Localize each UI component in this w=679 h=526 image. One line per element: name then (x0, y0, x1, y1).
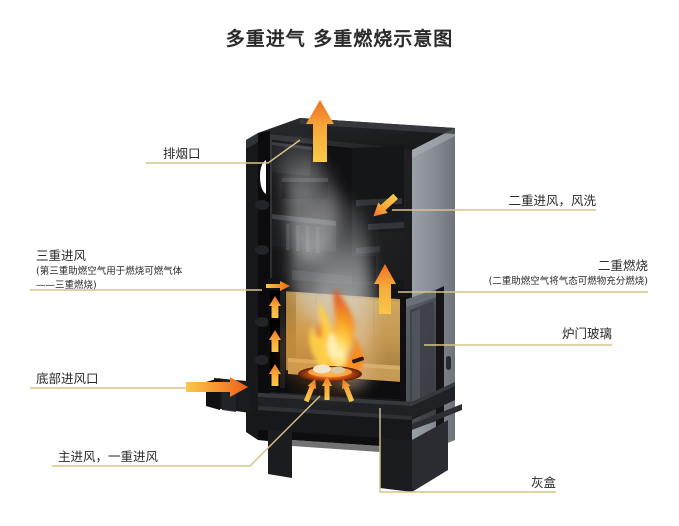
primary-air-arrow (186, 377, 248, 397)
flue-exhaust-arrow (306, 100, 334, 162)
hinge-knobs (255, 200, 269, 365)
leader-lines (30, 139, 648, 493)
callout-ash-box-label: 灰盒 (530, 475, 556, 490)
tertiary-air-arrow-2 (269, 330, 281, 352)
callout-bottom-air-inlet-label: 底部进风口 (36, 371, 99, 386)
callout-secondary-air-wash-label: 二重进风，风洗 (508, 193, 596, 208)
grate-arrow-left (303, 379, 317, 403)
callout-tertiary-air-sub: (第三重助燃空气用于燃烧可燃气体 (36, 266, 183, 278)
callout-flue-outlet-label: 排烟口 (163, 146, 201, 161)
stove-left-cutout (260, 160, 266, 194)
callout-door-glass: 炉门玻璃 (480, 325, 612, 343)
callout-ash-box: 灰盒 (452, 474, 556, 492)
grate-arrow-right (341, 379, 355, 403)
callout-tertiary-air: 三重进风 (第三重助燃空气用于燃烧可燃气体 ——三重燃烧) (36, 247, 182, 293)
wash-air-arrow (266, 281, 290, 291)
firebox-glass-door (400, 286, 451, 434)
callout-primary-air: 主进风，一重进风 (58, 448, 158, 466)
flow-arrows (186, 100, 399, 403)
leader-ash-box (379, 408, 556, 493)
callout-flue-outlet: 排烟口 (163, 145, 201, 163)
callout-secondary-combustion: 二重燃烧 (二重助燃空气将气态可燃物充分燃烧) (430, 257, 648, 289)
secondary-air-arrow (373, 193, 399, 217)
callout-secondary-air-wash: 二重进风，风洗 (380, 192, 596, 210)
secondary-combustion-arrow (374, 264, 396, 314)
tertiary-air-arrow-3 (269, 364, 281, 386)
tertiary-air-arrow-1 (269, 296, 281, 318)
callout-tertiary-air-sub2: ——三重燃烧) (36, 279, 97, 291)
callout-tertiary-air-label: 三重进风 (36, 248, 87, 263)
callout-secondary-combustion-label: 二重燃烧 (597, 258, 648, 273)
grate-arrow-center (322, 376, 332, 400)
callout-secondary-combustion-sub: (二重助燃空气将气态可燃物充分燃烧) (488, 276, 648, 288)
page-title: 多重进气 多重燃烧示意图 (225, 28, 454, 50)
leader-flue-outlet (146, 139, 301, 164)
stove-body (206, 118, 462, 492)
callout-primary-air-label: 主进风，一重进风 (58, 449, 159, 464)
flame (282, 288, 378, 392)
callout-bottom-air-inlet: 底部进风口 (36, 370, 99, 388)
leader-primary-air (52, 395, 321, 467)
callout-door-glass-label: 炉门玻璃 (561, 326, 612, 341)
